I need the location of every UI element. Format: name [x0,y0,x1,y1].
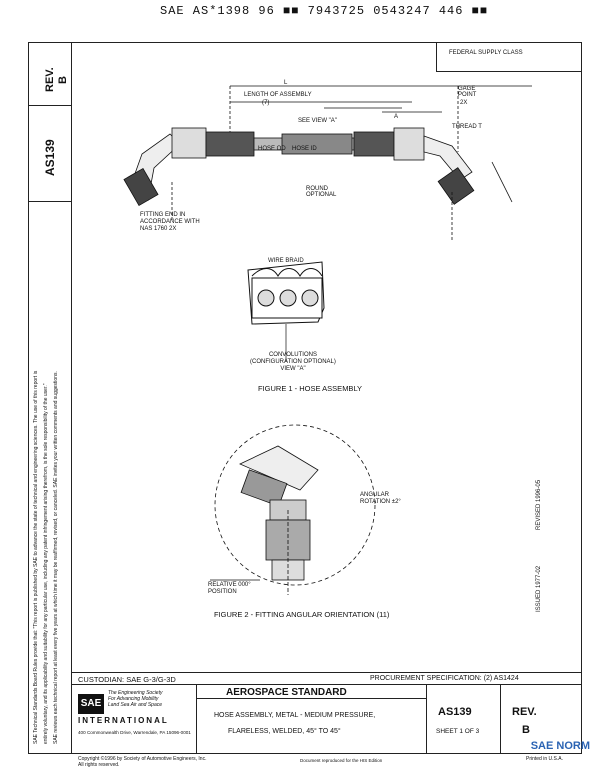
disclaimer-line-2: entirely voluntary, and its applicabilit… [43,383,49,744]
title-block-top [72,672,582,673]
doc-desc-2: FLARELESS, WELDED, 45° TO 45° [228,728,341,735]
figure-2-caption: FIGURE 2 - FITTING ANGULAR ORIENTATION (… [214,610,390,619]
page-frame [28,42,582,754]
custodian: CUSTODIAN: SAE G-3/G-3D [78,675,176,684]
sae-address: 400 Commonwealth Drive, Warrendale, PA 1… [78,730,191,735]
sae-international: INTERNATIONAL [78,716,169,725]
header-code: SAE AS*1398 96 ■■ 7943725 0543247 446 ■■ [160,4,489,18]
block-rev-label: REV. [512,706,537,718]
side-doc-box: AS139 [28,106,72,202]
title-block-div-3 [500,684,501,754]
fig1-hose-od: HOSE OD [258,146,286,152]
side-rev-box: REV. B [28,42,72,106]
fig1-length-label: LENGTH OF ASSEMBLY [244,92,312,98]
sheet-number: SHEET 1 OF 3 [436,728,480,735]
doc-type-title: AEROSPACE STANDARD [226,687,347,698]
fig2-relative-position: RELATIVE 000° POSITION [208,582,251,595]
fig2-angular-rotation: ANGULAR ROTATION ±2° [360,492,401,505]
fig1-round-optional: ROUND OPTIONAL [306,186,337,198]
procurement-spec: PROCUREMENT SPECIFICATION: (2) AS1424 [370,675,519,682]
fig1-hose-id: HOSE ID [292,146,317,152]
fig1-length-note: (7) [262,100,270,106]
sae-logo: SAE [78,694,104,714]
fig1-gage-point: GAGE POINT [458,86,477,98]
side-rev-value: B [57,76,69,84]
reproduced-note: Document reproduced for the HIS Edition [300,758,383,763]
fig1-wire-braid: WIRE BRAID [268,258,304,264]
side-doc-number: AS139 [43,139,57,176]
doc-desc-1: HOSE ASSEMBLY, METAL - MEDIUM PRESSURE, [214,712,376,719]
disclaimer-line-3: SAE reviews each technical report at lea… [53,371,59,744]
title-block-title-line [196,698,426,699]
revised-date: REVISED 1996-05 [536,479,542,530]
fig1-convolutions: CONVOLUTIONS (CONFIGURATION OPTIONAL) VI… [250,352,336,372]
title-block-div-2 [426,684,427,754]
side-rev-label: REV. [44,67,56,92]
left-column [28,42,72,754]
figure-1-hose-assembly [123,85,532,362]
fig1-see-view: SEE VIEW "A" [298,118,337,124]
disclaimer-line-1: SAE Technical Standards Board Rules prov… [33,370,39,744]
fig1-2x-gage: 2X [460,100,468,106]
title-block-div-1 [196,684,197,754]
sae-tagline: The Engineering Society For Advancing Mo… [108,690,163,708]
figure-1-caption: FIGURE 1 - HOSE ASSEMBLY [258,384,363,393]
printed-in: Printed in U.S.A. [526,756,563,762]
figure-2-fitting-orientation [210,424,376,595]
fig1-l-label: L [284,80,288,86]
issued-date: ISSUED 1977-02 [536,565,542,612]
fig1-fitting-end: FITTING END IN ACCORDANCE WITH NAS 1760 … [140,212,200,232]
fig1-a-label: A [394,114,399,120]
federal-supply-class: FEDERAL SUPPLY CLASS [436,42,582,72]
sae-norm-logo: SAE NORM [530,740,590,752]
title-block-line [72,684,582,685]
copyright: Copyright ©1996 by Society of Automotive… [78,756,207,768]
block-doc-number: AS139 [438,706,472,718]
block-rev-value: B [522,724,530,736]
fig1-thread-label: THREAD T [452,124,482,130]
